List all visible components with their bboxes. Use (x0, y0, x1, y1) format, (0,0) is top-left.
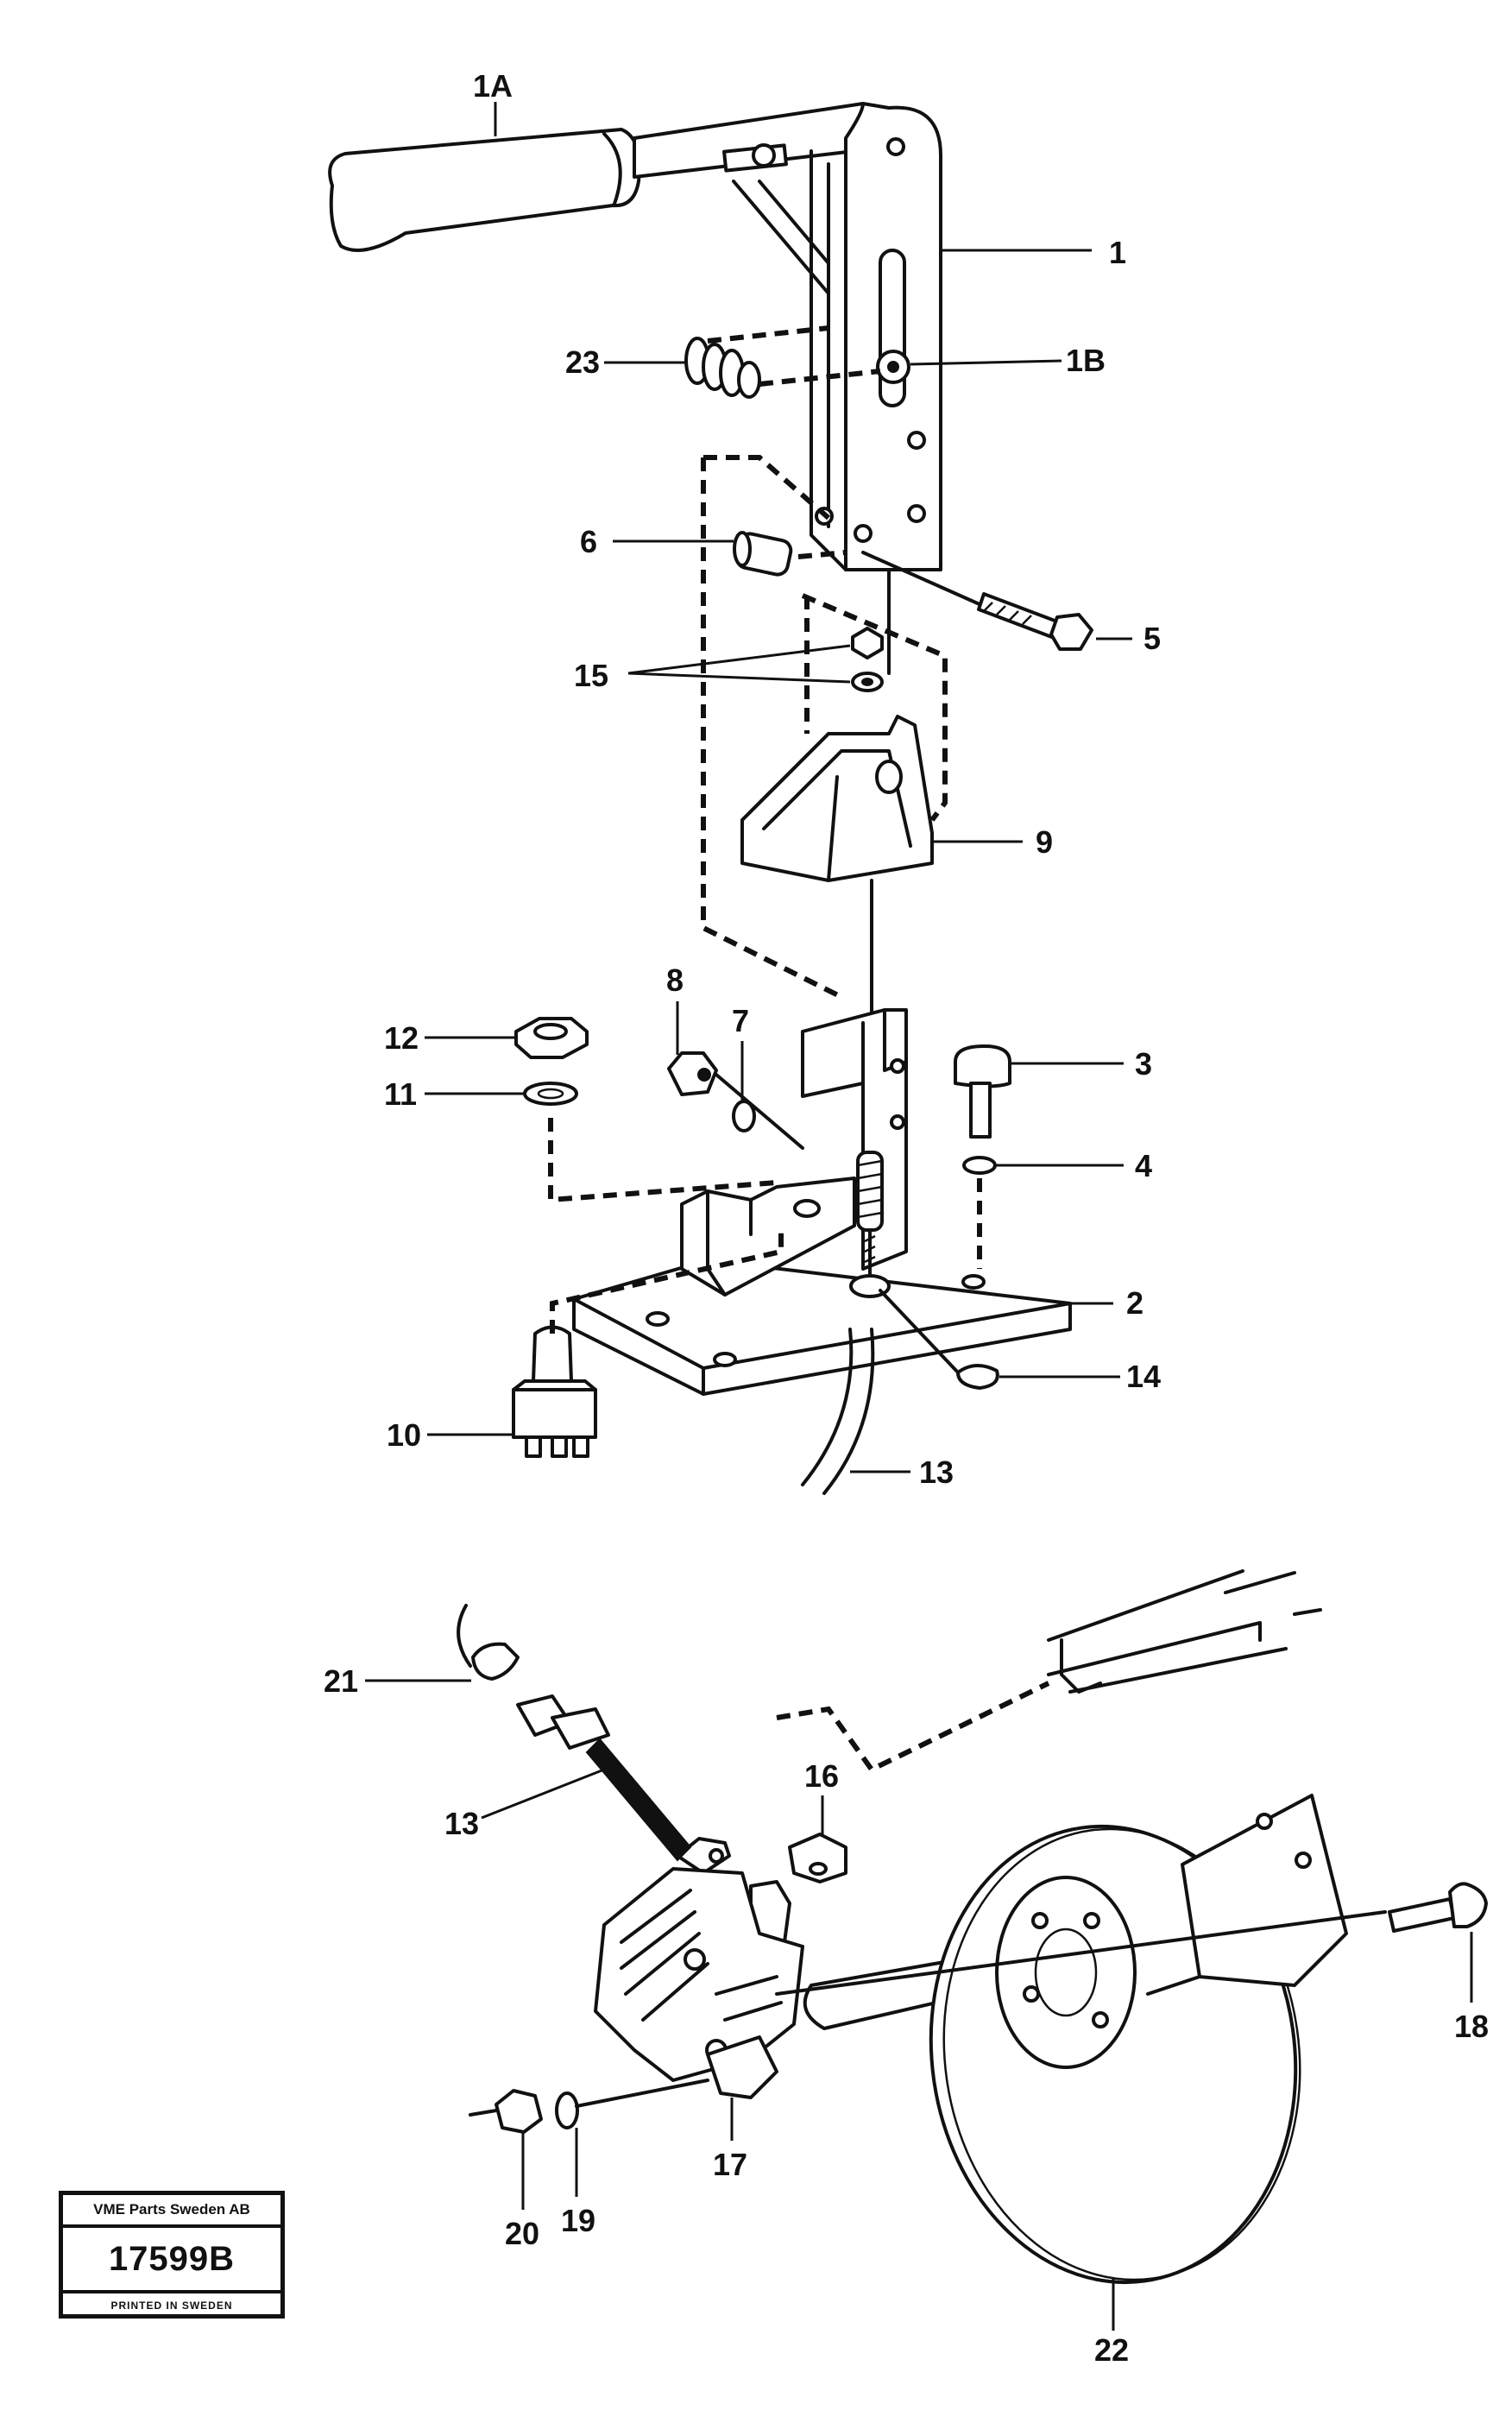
callout-4: 4 (1135, 1148, 1152, 1183)
callout-23: 23 (565, 344, 600, 380)
spring (684, 337, 761, 399)
callout-21: 21 (324, 1663, 358, 1699)
callout-22: 22 (1094, 2332, 1129, 2368)
caliper-bracket-17 (706, 2035, 778, 2099)
caliper-assembly (457, 1569, 1488, 2285)
callout-12: 12 (384, 1020, 419, 1056)
callout-19: 19 (561, 2203, 595, 2238)
leader-lines (365, 102, 1473, 2331)
nut-and-washer (851, 627, 884, 692)
callout-13-upper: 13 (919, 1454, 954, 1490)
callout-9: 9 (1036, 824, 1053, 860)
callouts: 1A 1 1B 23 6 5 15 9 8 7 12 11 3 4 2 14 1… (324, 68, 1489, 2368)
callout-13-lower: 13 (444, 1806, 479, 1841)
mounting-plate-assembly (512, 1008, 1072, 1495)
stamp-printed-note: PRINTED IN SWEDEN (110, 2300, 233, 2312)
sleeve (733, 531, 793, 577)
stamp-company: VME Parts Sweden AB (63, 2195, 280, 2228)
nut-20 (495, 2089, 543, 2134)
callout-1A: 1A (473, 68, 513, 104)
cable-lower (516, 1694, 731, 1875)
clevis-16 (788, 1833, 847, 1883)
washer-7 (732, 1100, 756, 1132)
callout-18: 18 (1454, 2009, 1489, 2044)
washer-4 (962, 1156, 997, 1175)
callout-1B: 1B (1066, 343, 1106, 378)
clip-14 (956, 1364, 999, 1390)
callout-3: 3 (1135, 1046, 1152, 1082)
wheel-hub (995, 1876, 1137, 2069)
nut-8 (667, 1051, 718, 1096)
callout-6: 6 (580, 524, 597, 559)
callout-16: 16 (804, 1758, 839, 1794)
lever-assembly (328, 102, 1093, 1158)
bolt-18 (1388, 1882, 1488, 1933)
callout-1: 1 (1109, 235, 1126, 270)
washer-19 (555, 2091, 579, 2129)
bolt (977, 592, 1093, 651)
callout-10: 10 (387, 1417, 421, 1453)
callout-8: 8 (666, 962, 684, 998)
cable-upper (801, 1328, 854, 1486)
brake-switch (512, 1325, 597, 1458)
callout-14: 14 (1126, 1359, 1161, 1394)
callout-7: 7 (732, 1003, 749, 1038)
threaded-rod (849, 1151, 891, 1298)
washer-11 (523, 1082, 578, 1106)
callout-5: 5 (1143, 621, 1161, 656)
lever-handle-grip (328, 128, 641, 252)
callout-11: 11 (384, 1076, 417, 1112)
callout-20: 20 (505, 2216, 539, 2251)
callout-2: 2 (1126, 1285, 1143, 1321)
stamp-drawing-number: 17599B (63, 2228, 280, 2293)
part-number-stamp: VME Parts Sweden AB 17599B PRINTED IN SW… (59, 2191, 285, 2319)
clip-21 (471, 1642, 520, 1681)
cable-bracket (740, 715, 934, 882)
callout-15: 15 (574, 658, 608, 693)
bolt-3 (954, 1044, 1011, 1139)
callout-17: 17 (713, 2147, 747, 2182)
